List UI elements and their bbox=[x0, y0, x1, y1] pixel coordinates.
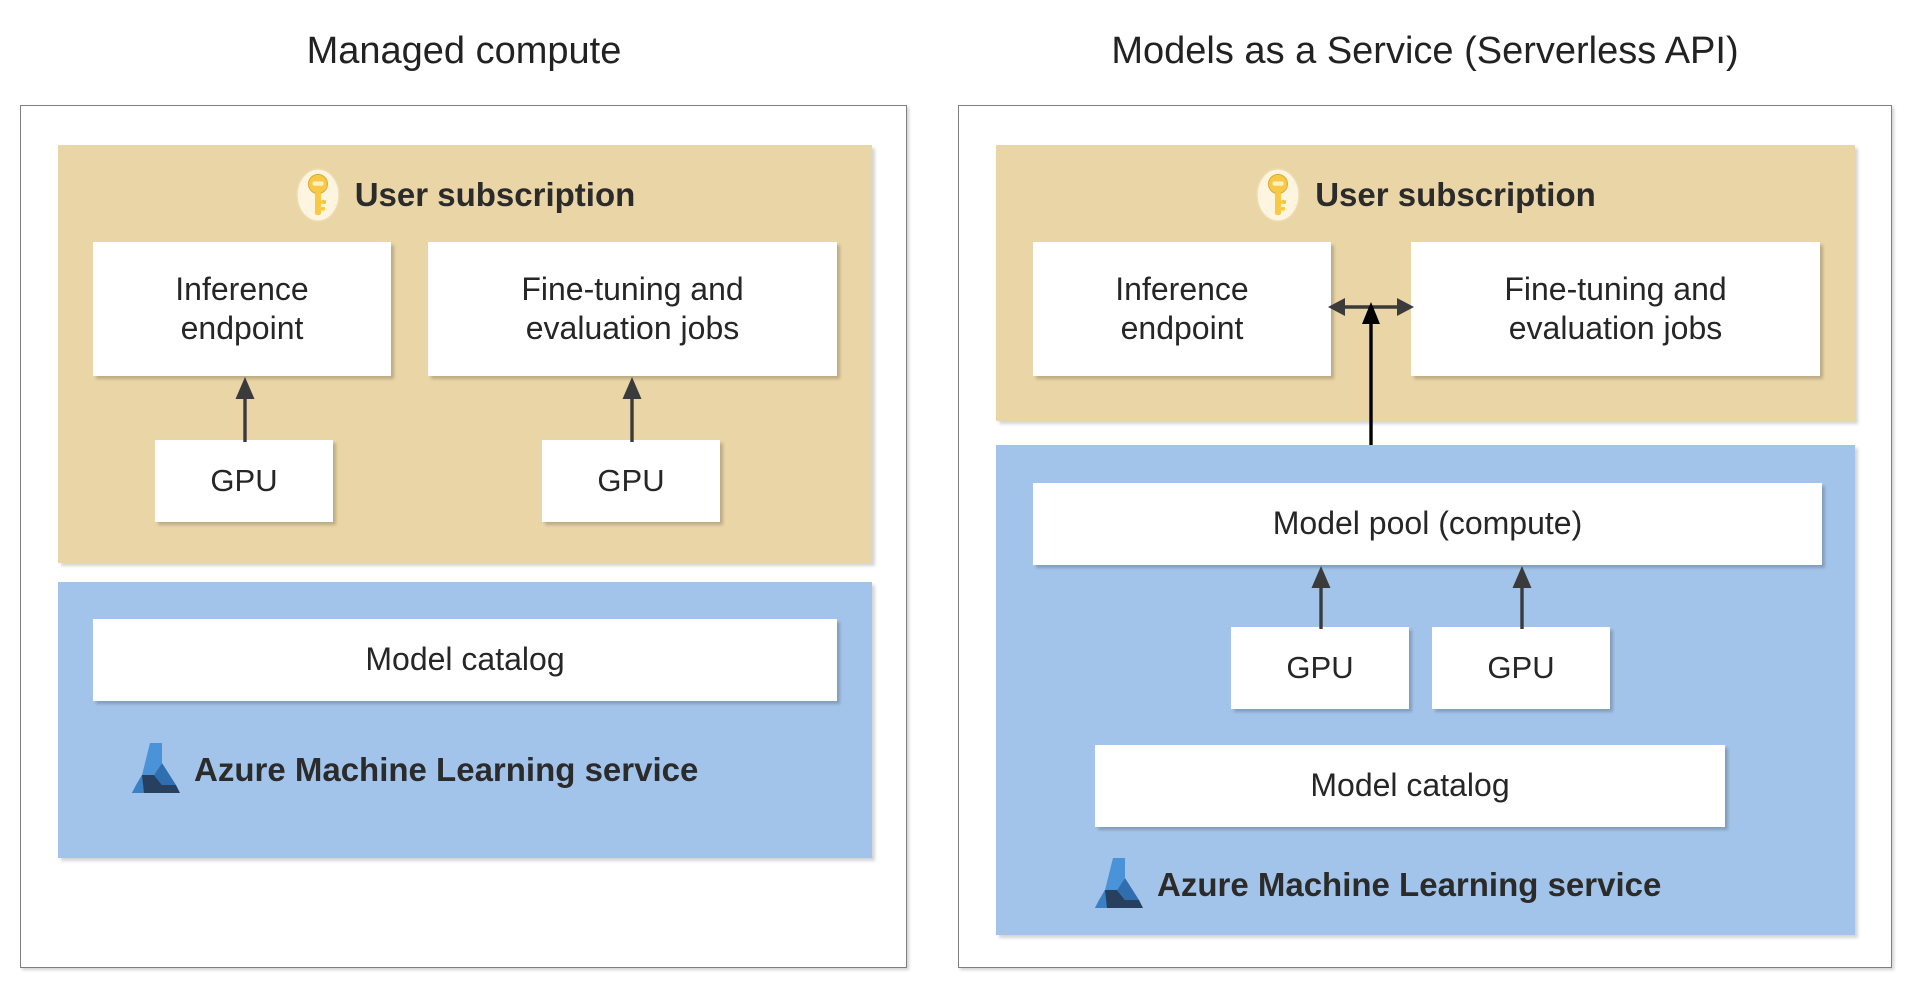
box-gpu-2-right[interactable]: GPU bbox=[1432, 627, 1610, 709]
box-model-catalog-left[interactable]: Model catalog bbox=[93, 619, 837, 701]
panel-title-managed-compute: Managed compute bbox=[306, 30, 622, 72]
zone-header-azure-ml-left: Azure Machine Learning service bbox=[132, 740, 698, 800]
box-gpu-1-right[interactable]: GPU bbox=[1231, 627, 1409, 709]
box-inference-endpoint-left[interactable]: Inference endpoint bbox=[93, 242, 391, 376]
box-model-catalog-right[interactable]: Model catalog bbox=[1095, 745, 1725, 827]
box-inference-endpoint-right[interactable]: Inference endpoint bbox=[1033, 242, 1331, 376]
zone-header-label: User subscription bbox=[354, 176, 636, 213]
box-model-pool-right[interactable]: Model pool (compute) bbox=[1033, 483, 1822, 565]
zone-header-label: User subscription bbox=[1315, 176, 1596, 213]
zone-header-user-subscription-right: User subscription bbox=[996, 165, 1855, 225]
panel-title-models-as-a-service: Models as a Service (Serverless API) bbox=[1111, 30, 1739, 72]
zone-header-label: Azure Machine Learning service bbox=[1157, 866, 1662, 903]
box-gpu-1-left[interactable]: GPU bbox=[155, 440, 333, 522]
key-icon bbox=[295, 167, 341, 223]
key-icon bbox=[1255, 167, 1301, 223]
box-gpu-2-left[interactable]: GPU bbox=[542, 440, 720, 522]
box-fine-tuning-jobs-left[interactable]: Fine-tuning and evaluation jobs bbox=[428, 242, 837, 376]
zone-header-azure-ml-right: Azure Machine Learning service bbox=[1095, 855, 1661, 915]
zone-header-user-subscription-left: User subscription bbox=[58, 165, 872, 225]
azure-ml-icon bbox=[1095, 856, 1143, 914]
azure-ml-icon bbox=[132, 741, 180, 799]
box-fine-tuning-jobs-right[interactable]: Fine-tuning and evaluation jobs bbox=[1411, 242, 1820, 376]
zone-header-label: Azure Machine Learning service bbox=[194, 751, 699, 788]
